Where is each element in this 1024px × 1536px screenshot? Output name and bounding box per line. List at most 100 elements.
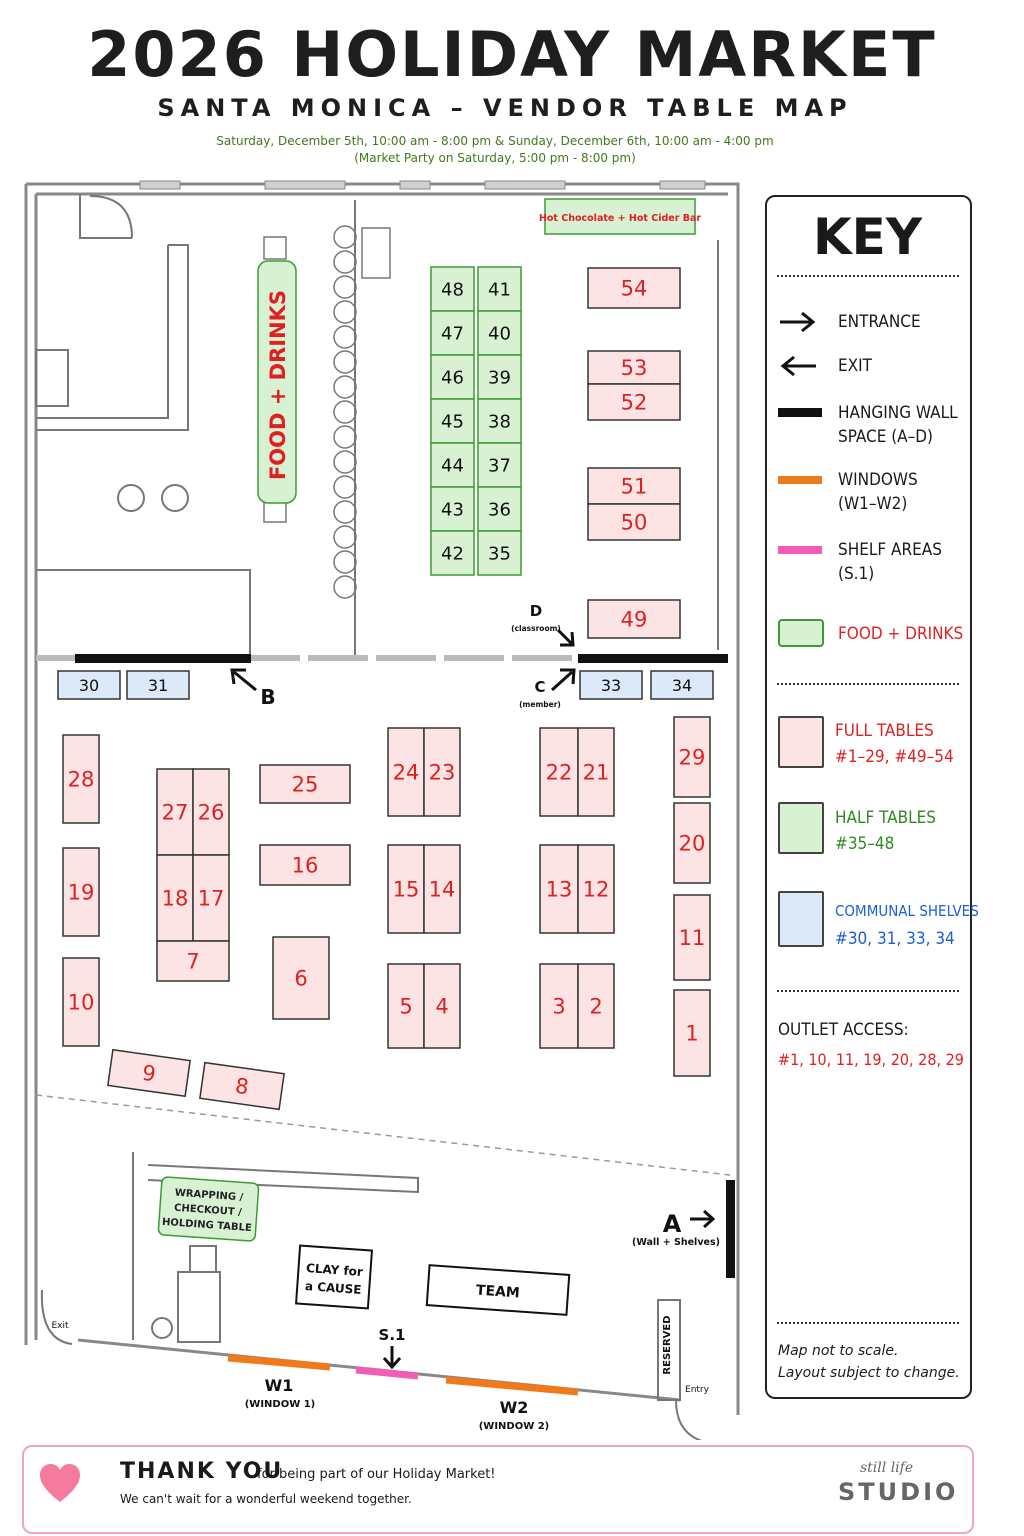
full-table-number: 5 — [399, 995, 412, 1019]
food-drinks-area — [257, 260, 297, 504]
arrow-d-icon — [556, 628, 575, 647]
full-table-rect — [387, 963, 425, 1049]
full-table-26: 26 — [192, 768, 230, 856]
full-table-8: 8 — [199, 1061, 285, 1111]
full-table-rect — [587, 383, 681, 421]
back-room — [35, 194, 719, 659]
key-half-2: #35–48 — [835, 834, 895, 854]
brand-script: still life — [860, 1460, 914, 1476]
checkout-area — [40, 1152, 703, 1440]
key-food: FOOD + DRINKS — [838, 624, 964, 644]
half-table-42: 42 — [430, 530, 475, 576]
communal-shelf-number: 34 — [672, 676, 692, 695]
full-table-rect — [62, 957, 100, 1047]
half-table-number: 40 — [488, 323, 511, 344]
half-table-rect — [477, 486, 522, 532]
full-table-rect — [259, 844, 351, 886]
full-table-rect — [577, 963, 615, 1049]
communal-shelf-30: 30 — [57, 670, 121, 700]
full-table-6: 6 — [272, 936, 330, 1020]
half-table-number: 45 — [441, 411, 464, 432]
half-table-rect — [477, 530, 522, 576]
full-table-10: 10 — [62, 957, 100, 1047]
full-table-number: 1 — [685, 1022, 698, 1046]
full-table-11: 11 — [673, 894, 711, 981]
key-windows-1: WINDOWS — [838, 470, 918, 490]
windows-swatch — [778, 476, 822, 484]
communal-shelf-rect — [650, 670, 714, 700]
hanging-wall-c — [578, 654, 728, 663]
full-table-number: 14 — [429, 878, 456, 902]
full-table-rect — [423, 963, 461, 1049]
half-table-41: 41 — [477, 266, 522, 312]
key-outlet-1: OUTLET ACCESS: — [778, 1020, 909, 1040]
half-table-number: 48 — [441, 279, 464, 300]
half-table-37: 37 — [477, 442, 522, 488]
half-table-number: 41 — [488, 279, 511, 300]
label-a-sub: (Wall + Shelves) — [632, 1237, 720, 1248]
full-table-swatch — [778, 716, 824, 768]
window-frames — [139, 180, 706, 190]
half-table-rect — [430, 266, 475, 312]
full-table-number: 29 — [679, 746, 706, 770]
half-table-number: 35 — [488, 543, 511, 564]
full-table-rect — [423, 727, 461, 817]
full-table-number: 3 — [552, 995, 565, 1019]
full-table-28: 28 — [62, 734, 100, 824]
thank-you: THANK YOU — [120, 1459, 284, 1484]
full-table-number: 53 — [621, 356, 648, 380]
full-table-54: 54 — [587, 267, 681, 309]
full-table-rect — [577, 844, 615, 934]
half-table-rect — [477, 398, 522, 444]
arrow-s1-icon — [382, 1346, 402, 1370]
key-exit: EXIT — [838, 356, 872, 376]
full-table-number: 6 — [294, 967, 307, 991]
exit-door-label: Exit — [51, 1321, 69, 1331]
key-entrance: ENTRANCE — [838, 312, 921, 332]
full-table-rect — [272, 936, 330, 1020]
full-table-4: 4 — [423, 963, 461, 1049]
half-table-44: 44 — [430, 442, 475, 488]
full-table-20: 20 — [673, 802, 711, 884]
half-table-rect — [477, 310, 522, 356]
full-table-24: 24 — [387, 727, 425, 817]
footer-banner — [22, 1445, 974, 1534]
full-table-number: 4 — [435, 995, 448, 1019]
label-c: C — [534, 678, 545, 696]
full-table-number: 13 — [546, 878, 573, 902]
team-label: TEAM — [475, 1282, 520, 1301]
footer-line-2: We can't wait for a wonderful weekend to… — [120, 1492, 412, 1506]
full-table-number: 54 — [621, 277, 648, 301]
page-title: 2026 HOLIDAY MARKET — [87, 18, 937, 91]
entry-door-label: Entry — [685, 1385, 710, 1395]
clay-line-1: CLAY for — [306, 1261, 364, 1279]
full-table-number: 24 — [393, 761, 420, 785]
full-table-number: 51 — [621, 475, 648, 499]
half-table-39: 39 — [477, 354, 522, 400]
full-table-number: 2 — [589, 995, 602, 1019]
thank-you-rest: for being part of our Holiday Market! — [257, 1467, 496, 1482]
full-table-12: 12 — [577, 844, 615, 934]
label-b: B — [260, 685, 275, 709]
full-table-number: 28 — [68, 768, 95, 792]
full-table-number: 16 — [292, 854, 319, 878]
full-table-14: 14 — [423, 844, 461, 934]
half-table-43: 43 — [430, 486, 475, 532]
label-w1: W1 — [265, 1376, 294, 1395]
half-table-40: 40 — [477, 310, 522, 356]
full-table-7: 7 — [156, 940, 230, 982]
full-table-23: 23 — [423, 727, 461, 817]
key-full-2: #1–29, #49–54 — [835, 747, 954, 767]
team-table — [425, 1264, 571, 1316]
half-table-number: 36 — [488, 499, 511, 520]
market-party-note: (Market Party on Saturday, 5:00 pm - 8:0… — [354, 151, 636, 165]
hanging-wall-swatch — [778, 408, 822, 417]
full-table-2: 2 — [577, 963, 615, 1049]
label-w2: W2 — [500, 1398, 529, 1417]
full-table-number: 49 — [621, 608, 648, 632]
shelf-swatch — [778, 546, 822, 554]
full-table-22: 22 — [539, 727, 579, 817]
key-communal-1: COMMUNAL SHELVES — [835, 902, 979, 920]
full-table-number: 26 — [198, 801, 225, 825]
